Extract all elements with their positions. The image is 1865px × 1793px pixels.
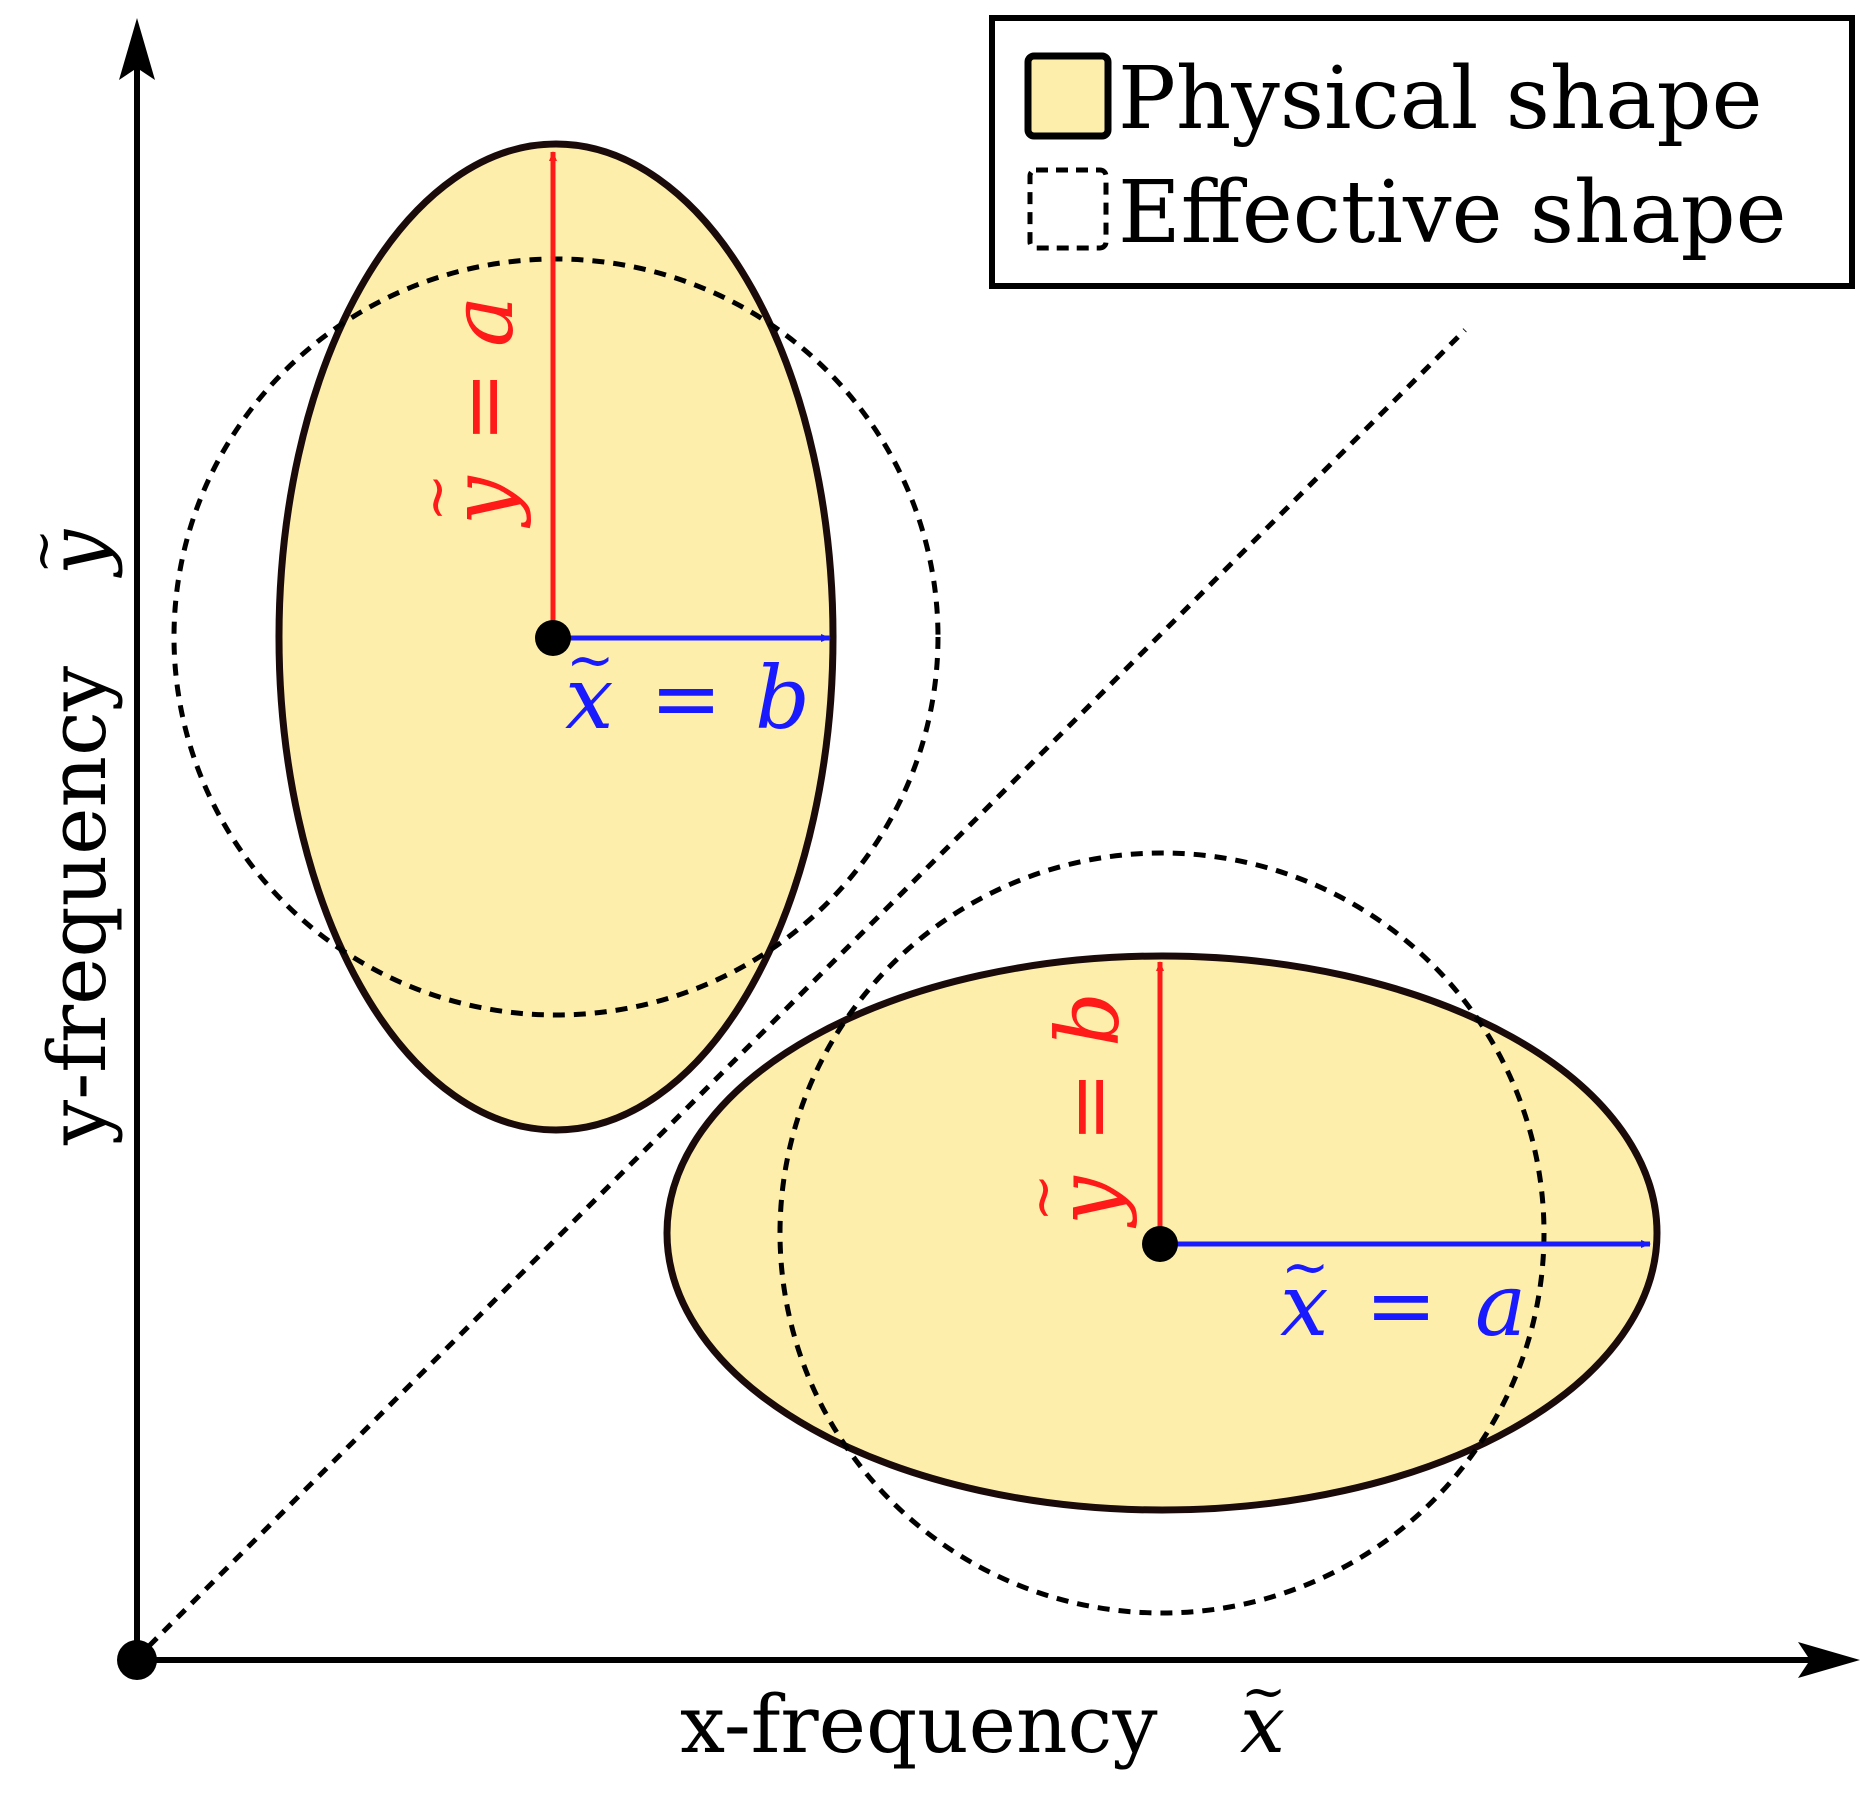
- lower-x-label: x ~ = a: [1280, 1233, 1526, 1356]
- lower-y-label-eq: =: [1039, 1071, 1139, 1143]
- upper-y-label-eq: =: [433, 371, 533, 443]
- y-axis-label-tilde: ~: [11, 529, 74, 574]
- upper-x-label-eq: =: [650, 649, 722, 749]
- y-axis-label-text: y-frequency: [31, 666, 124, 1146]
- lower-y-label-val: b: [1039, 992, 1139, 1047]
- upper-x-label-tilde: ~: [566, 626, 615, 694]
- lower-y-label: y ~ = b: [1008, 992, 1139, 1229]
- lower-x-label-val: a: [1475, 1256, 1526, 1356]
- upper-y-label: y ~ = a: [402, 296, 533, 529]
- y-axis-label: y-frequency y ~: [11, 528, 124, 1146]
- x-axis-label: x-frequency x ~: [680, 1660, 1286, 1771]
- origin-dot: [117, 1640, 157, 1680]
- upper-x-label-var: x: [565, 649, 614, 749]
- lower-effective-circle: [777, 850, 1547, 1616]
- x-axis-label-tilde: ~: [1241, 1660, 1286, 1723]
- legend-physical-label: Physical shape: [1118, 49, 1763, 149]
- lower-x-label-var: x: [1280, 1256, 1329, 1356]
- lower-center-dot: [1142, 1226, 1178, 1262]
- legend: Physical shape Effective shape: [989, 15, 1855, 289]
- upper-x-label: x ~ = b: [565, 626, 810, 749]
- lower-x-label-tilde: ~: [1281, 1233, 1330, 1301]
- x-axis-label-var: x: [1240, 1678, 1285, 1771]
- upper-center-dot: [535, 620, 571, 656]
- lower-y-label-var: y: [1039, 1175, 1139, 1229]
- diagonal-dotted-line: [133, 328, 1467, 1662]
- y-axis-label-var: y: [31, 528, 124, 578]
- upper-y-label-tilde: ~: [402, 473, 470, 522]
- lower-x-label-eq: =: [1365, 1256, 1437, 1356]
- upper-effective-circle: [171, 256, 941, 1018]
- upper-x-label-val: b: [755, 649, 810, 749]
- x-axis-arrowhead: [1798, 1642, 1860, 1678]
- upper-y-label-val: a: [433, 296, 533, 347]
- upper-y-label-var: y: [433, 475, 533, 529]
- lower-y-label-tilde: ~: [1008, 1173, 1076, 1222]
- legend-physical-swatch: [1024, 52, 1112, 140]
- x-axis-label-text: x-frequency: [680, 1678, 1158, 1771]
- legend-effective-label: Effective shape: [1118, 163, 1787, 263]
- y-axis-arrowhead: [119, 18, 155, 80]
- legend-effective-swatch: [1027, 167, 1109, 251]
- legend-box: [989, 15, 1855, 289]
